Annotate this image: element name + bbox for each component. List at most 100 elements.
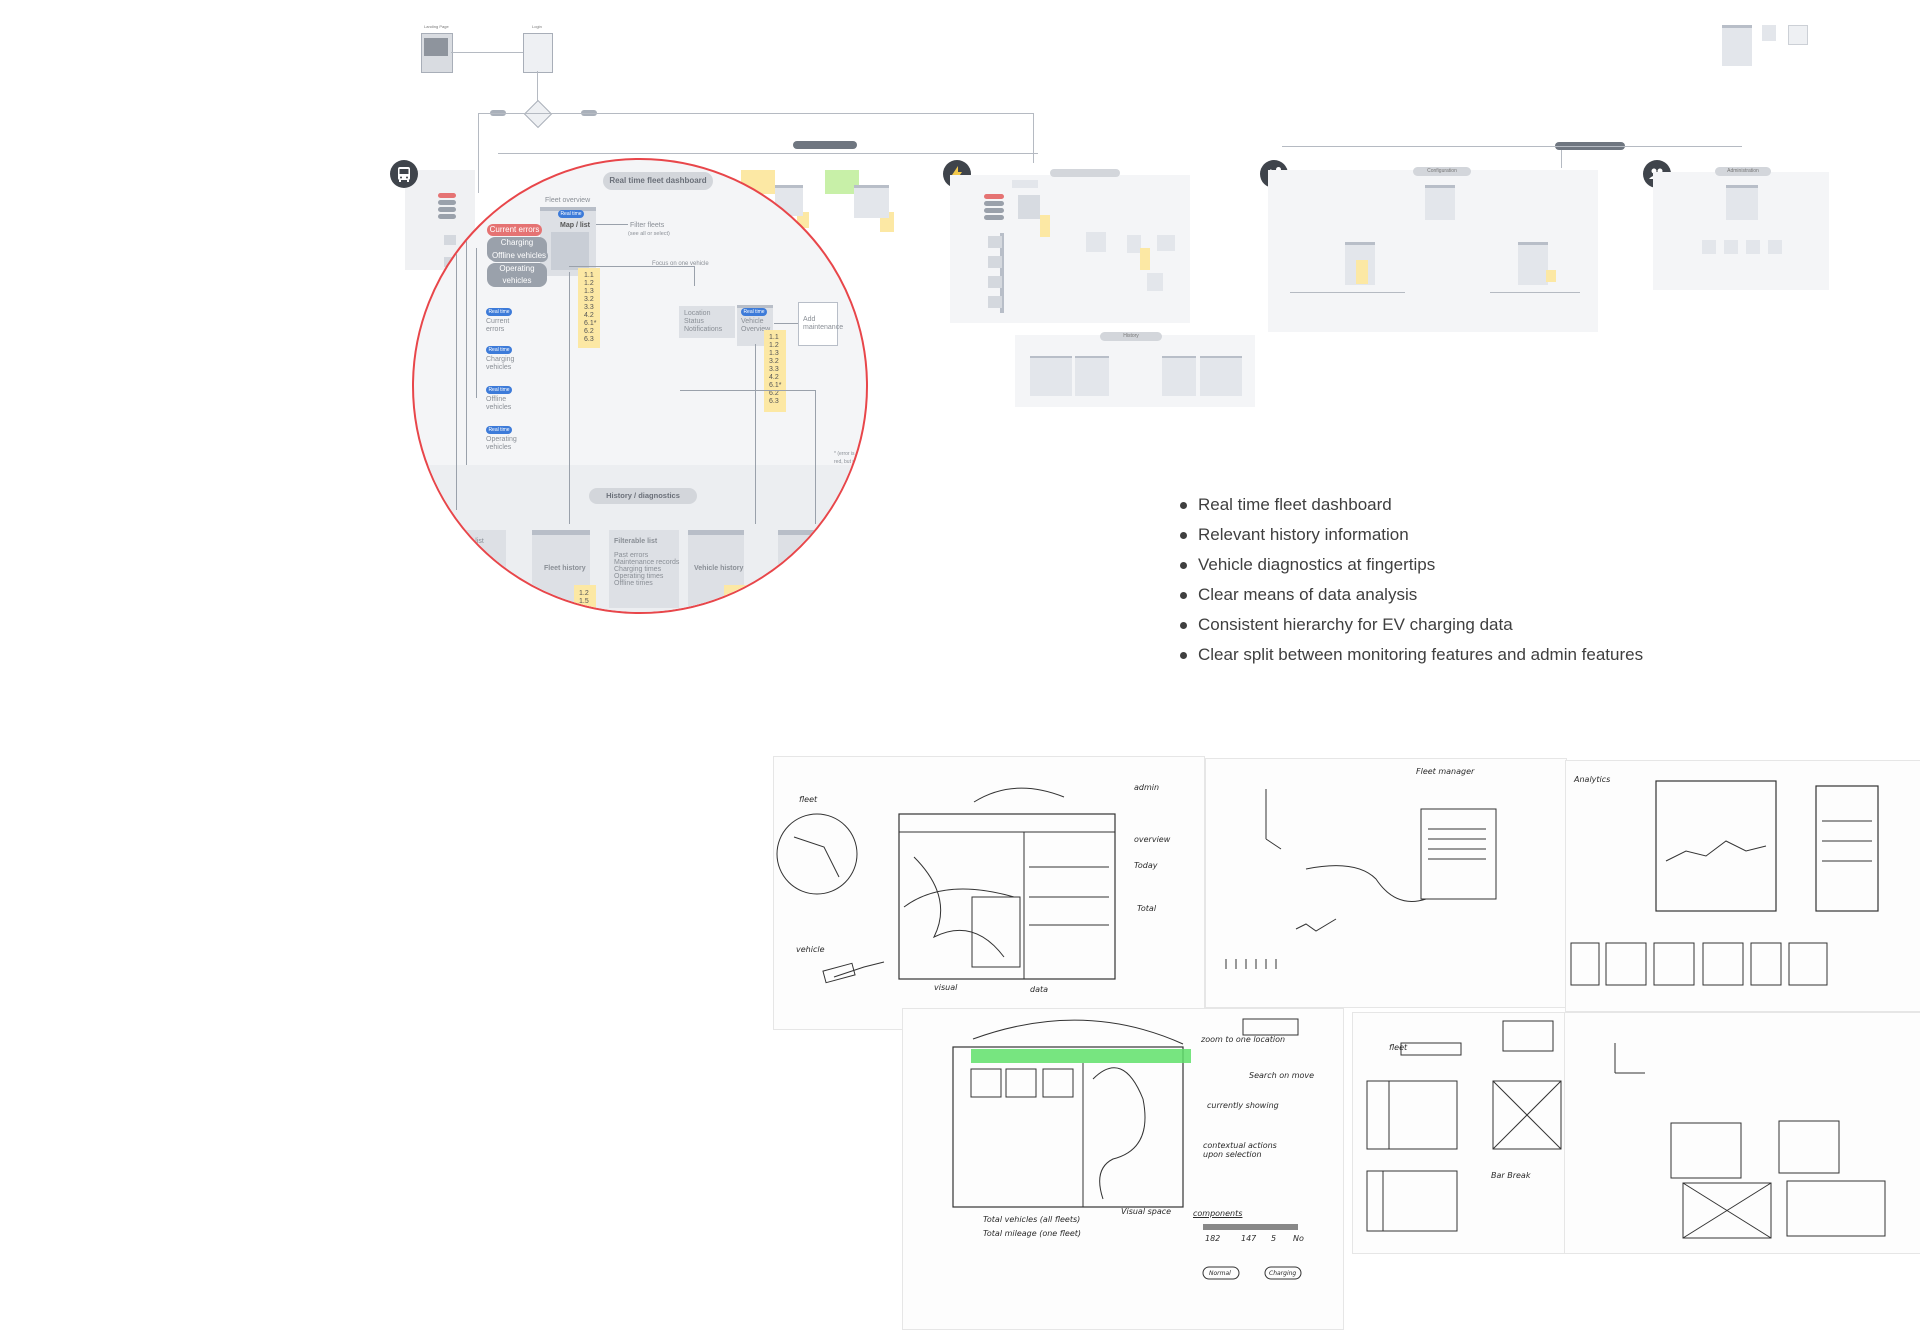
- sticky-c-line-1: 1.2: [579, 590, 589, 597]
- current-errors-tag: Current errors: [487, 224, 542, 236]
- sketch-label-currently-showing: currently showing: [1207, 1101, 1279, 1110]
- login-box: [523, 33, 553, 73]
- landing-page-label: Landing Page: [424, 24, 449, 29]
- sketch-number-4: No: [1293, 1234, 1304, 1243]
- sketch-label-analytics: Analytics: [1574, 775, 1611, 784]
- sketch-layouts-drawing: [1614, 1043, 1886, 1239]
- operating-vehicles-tag: Operating vehicles: [487, 263, 547, 287]
- operating-vehicles-label: Operating vehicles: [486, 436, 517, 451]
- feature-item: Relevant history information: [1180, 520, 1643, 550]
- sticky-b-line-9: 6.3: [769, 398, 779, 405]
- filterable-item-2: Maintenance records: [614, 559, 680, 566]
- sketch-label-fleet-manager: Fleet manager: [1416, 767, 1475, 776]
- current-errors-label: Current errors: [486, 318, 510, 333]
- sketch-label-overview: overview: [1134, 835, 1171, 844]
- landing-page-inner: [424, 38, 448, 56]
- sketch-label-bar-break: Bar Break: [1491, 1171, 1531, 1180]
- real-time-badge: Real time: [558, 210, 584, 218]
- configuration-pill: Configuration: [1413, 167, 1471, 176]
- feature-item: Vehicle diagnostics at fingertips: [1180, 550, 1643, 580]
- sticky-b-line-5: 3.3: [769, 366, 779, 373]
- notifications-line: Notifications: [684, 326, 723, 333]
- focus-one-vehicle-label: Focus on one vehicle: [652, 261, 709, 267]
- sketch-label-components: components: [1193, 1209, 1243, 1218]
- vehicle-history-label: Vehicle history: [694, 565, 744, 572]
- sketch-fleet-map-drawing: [776, 787, 1116, 984]
- sketch-label-fleet: fleet: [799, 795, 818, 804]
- sketch-wireframes: fleet Bar Break: [1352, 1012, 1566, 1254]
- sketch-wireframes-drawing: [1366, 1020, 1562, 1232]
- real-time-badge-6: Real time: [741, 308, 767, 316]
- history-pill: History: [1100, 332, 1162, 341]
- sketch-label-zoom: zoom to one location: [1201, 1035, 1286, 1044]
- sticky-b-line-8: 6.2: [769, 390, 779, 397]
- sketch-label-normal: Normal: [1209, 1270, 1231, 1277]
- sketch-label-charging: Charging: [1269, 1270, 1297, 1277]
- sketch-layouts: [1564, 1012, 1920, 1254]
- sticky-a-line-9: 6.3: [584, 336, 594, 343]
- feature-list: Real time fleet dashboard Relevant histo…: [1180, 490, 1643, 670]
- zoom-lens: Real time fleet dashboard Fleet overview…: [412, 158, 868, 614]
- sticky-b-line-3: 1.3: [769, 350, 779, 357]
- real-time-badge-3: Real time: [486, 346, 512, 354]
- charging-vehicles-label: Charging vehicles: [486, 356, 515, 371]
- feature-item: Clear means of data analysis: [1180, 580, 1643, 610]
- sketch-number-2: 147: [1241, 1234, 1257, 1243]
- sketch-components-drawing: [952, 1018, 1302, 1280]
- sketch-label-total-mileage: Total mileage (one fleet): [983, 1229, 1082, 1238]
- sticky-b-line-2: 1.2: [769, 342, 779, 349]
- partial-left-records: cords: [474, 562, 492, 569]
- decision-diamond: [523, 99, 553, 129]
- administration-pill: Administration: [1715, 167, 1771, 176]
- sticky-b-line-6: 4.2: [769, 374, 779, 381]
- sketch-components: zoom to one location Search on move curr…: [902, 1008, 1344, 1330]
- sketch-number-1: 182: [1205, 1234, 1221, 1243]
- sketch-label-admin: admin: [1134, 783, 1160, 792]
- partial-left-list: ble list: [464, 538, 484, 545]
- real-time-badge-4: Real time: [486, 386, 512, 394]
- offline-vehicles-tag: Offline vehicles: [490, 250, 548, 262]
- sticky-a-line-5: 3.3: [584, 304, 594, 311]
- sketch-label-visual-space: Visual space: [1121, 1207, 1172, 1216]
- feature-item: Clear split between monitoring features …: [1180, 640, 1643, 670]
- sticky-a-line-2: 1.2: [584, 280, 594, 287]
- sketch-number-3: 5: [1271, 1234, 1277, 1243]
- sticky-b-line-1: 1.1: [769, 334, 779, 341]
- real-time-badge-2: Real time: [486, 308, 512, 316]
- filterable-item-5: Offline times: [614, 580, 653, 587]
- sticky-a-line-4: 3.2: [584, 296, 594, 303]
- sticky-a-line-1: 1.1: [584, 272, 594, 279]
- sticky-c-line-2: 1.5: [579, 598, 589, 605]
- sketch-label-visual: visual: [934, 983, 958, 992]
- sketch-fleet-manager: Fleet manager: [1205, 758, 1567, 1008]
- status-line: Status: [684, 318, 704, 325]
- fleet-history-label: Fleet history: [544, 565, 586, 572]
- sticky-note-b: [764, 330, 786, 412]
- history-diagnostics-label: History / diagnostics: [589, 488, 697, 504]
- sticky-a-line-8: 6.2: [584, 328, 594, 335]
- sketch-fleet-manager-drawing: [1225, 789, 1497, 969]
- filter-fleets-label: Filter fleets: [630, 222, 665, 229]
- sketch-label-search-move: Search on move: [1249, 1071, 1315, 1080]
- real-time-dashboard-label: Real time fleet dashboard: [603, 172, 713, 190]
- sketch-label-vehicle: vehicle: [796, 945, 825, 954]
- offline-vehicles-label: Offline vehicles: [486, 396, 512, 411]
- sketch-label-fleet-2: fleet: [1389, 1043, 1408, 1052]
- add-maintenance-label: Add maintenance: [803, 316, 844, 331]
- feature-item: Real time fleet dashboard: [1180, 490, 1643, 520]
- sketch-analytics: Analytics: [1565, 760, 1920, 1012]
- map-list-label: Map / list: [560, 222, 590, 229]
- filterable-item-1: Past errors: [614, 552, 649, 559]
- sketch-fleet-map: fleet vehicle visual data overview Today…: [773, 756, 1205, 1030]
- sketch-label-total: Total: [1137, 904, 1157, 913]
- partial-note: * (error is vi... red, but pre...: [834, 451, 864, 465]
- vehicle-overview-label: Vehicle Overview: [741, 318, 771, 333]
- sticky-a-line-7: 6.1*: [584, 320, 597, 327]
- login-label: Login: [532, 24, 542, 29]
- bus-icon: [390, 160, 418, 188]
- sketch-label-contextual: contextual actions upon selection: [1203, 1141, 1277, 1159]
- fleet-overview-label: Fleet overview: [545, 197, 591, 204]
- sketch-label-today: Today: [1134, 861, 1158, 870]
- filter-fleets-sub: (see all or select): [628, 231, 670, 237]
- sticky-a-line-3: 1.3: [584, 288, 594, 295]
